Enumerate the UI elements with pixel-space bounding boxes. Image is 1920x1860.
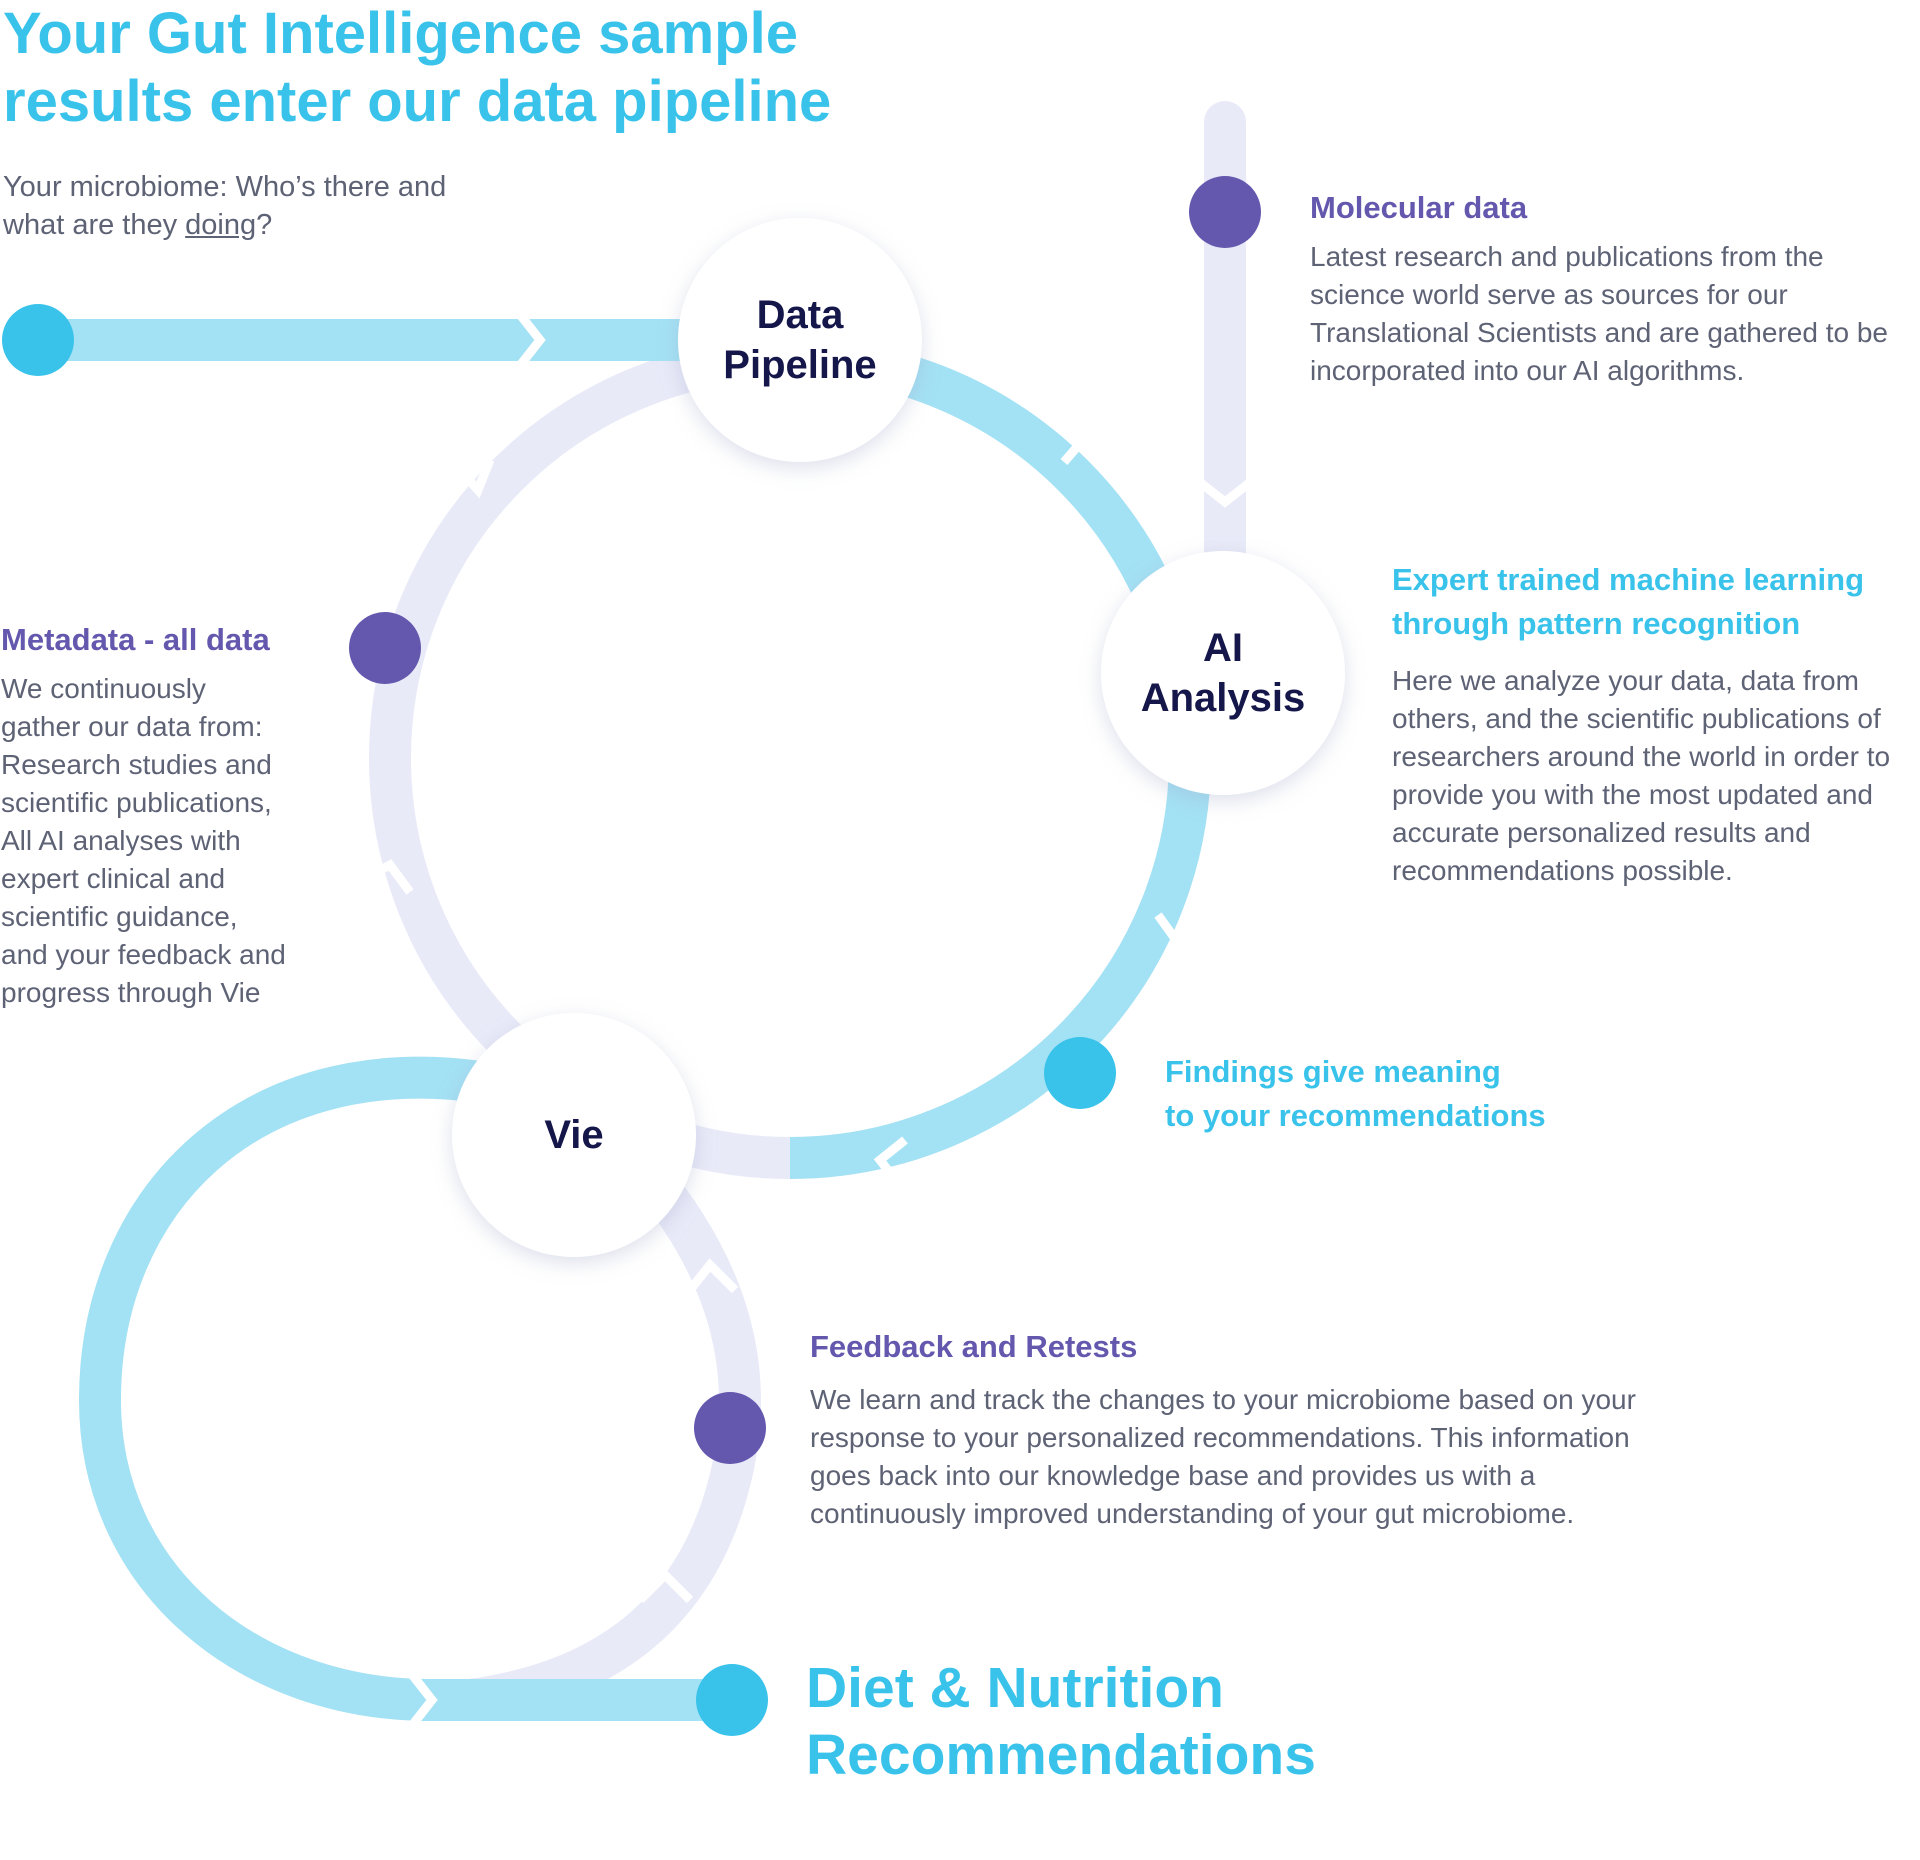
molecular-line: Latest research and publications from th… — [1310, 241, 1824, 272]
page-title-line: results enter our data pipeline — [3, 69, 832, 134]
feedback-line: response to your personalized recommenda… — [810, 1422, 1630, 1453]
outcome-title: Diet & Nutrition Recommendations — [806, 1655, 1706, 1789]
lower-loop-right-track — [467, 1156, 761, 1721]
expert-heading: Expert trained machine learning through … — [1392, 562, 1865, 641]
findings-heading: Findings give meaning to your recommenda… — [1165, 1054, 1546, 1133]
metadata-line: scientific guidance, — [1, 901, 238, 932]
metadata-line: All AI analyses with — [1, 825, 241, 856]
main-loop-right-track — [789, 337, 1211, 1179]
molecular-body: Latest research and publications from th… — [1310, 238, 1920, 390]
lower-loop-left-track — [78, 1056, 700, 1721]
intro-text: Your microbiome: Who’s there and what ar… — [3, 168, 446, 244]
chevron-right-bottom — [873, 1136, 908, 1191]
metadata-line: progress through Vie — [1, 977, 261, 1008]
vie-node — [452, 1013, 696, 1257]
chevron-lower-right-bottom — [636, 1568, 694, 1604]
feedback-body: We learn and track the changes to your m… — [810, 1381, 1710, 1533]
metadata-section: Metadata - all data We continuously gath… — [1, 618, 321, 1012]
ai-analysis-node — [1101, 551, 1345, 795]
metadata-line: expert clinical and — [1, 863, 226, 894]
chevron-molecular — [1194, 476, 1256, 508]
molecular-dot — [1189, 176, 1261, 248]
expert-body: Here we analyze your data, data from oth… — [1392, 662, 1920, 890]
chevron-right-top — [1055, 406, 1097, 465]
metadata-dot — [349, 612, 421, 684]
outcome-line: Recommendations — [806, 1723, 1316, 1787]
expert-line: accurate personalized results and — [1392, 817, 1811, 848]
molecular-line: incorporated into our AI algorithms. — [1310, 355, 1745, 386]
page-title-line: Your Gut Intelligence sample — [3, 1, 798, 66]
output-end-dot — [696, 1664, 768, 1736]
metadata-line: gather our data from: — [1, 711, 263, 742]
intro-line: what are they doing? — [3, 209, 273, 241]
findings-dot — [1044, 1037, 1116, 1109]
outcome-line: Diet & Nutrition — [806, 1656, 1224, 1720]
metadata-heading: Metadata - all data — [1, 622, 270, 657]
metadata-body: We continuously gather our data from: Re… — [1, 670, 321, 1012]
molecular-line: science world serve as sources for our — [1310, 279, 1788, 310]
flow-chevrons — [359, 309, 1256, 1731]
feedback-line: We learn and track the changes to your m… — [810, 1384, 1636, 1415]
intro-line: Your microbiome: Who’s there and — [3, 171, 447, 203]
chevron-left-bottom — [359, 859, 414, 895]
intro-underlined-word: doing — [185, 209, 257, 241]
expert-line: provide you with the most updated and — [1392, 779, 1873, 810]
chevron-input — [514, 309, 546, 371]
feedback-line: goes back into our knowledge base and pr… — [810, 1460, 1536, 1491]
metadata-line: scientific publications, — [1, 787, 272, 818]
expert-line: researchers around the world in order to — [1392, 741, 1891, 772]
molecular-line: Translational Scientists and are gathere… — [1310, 317, 1888, 348]
expert-section: Expert trained machine learning through … — [1392, 558, 1920, 890]
feedback-dot — [694, 1392, 766, 1464]
expert-line: Here we analyze your data, data from — [1392, 665, 1859, 696]
expert-line: recommendations possible. — [1392, 855, 1733, 886]
page-title: Your Gut Intelligence sample results ent… — [3, 0, 831, 136]
feedback-section: Feedback and Retests We learn and track … — [810, 1325, 1710, 1533]
molecular-section: Molecular data Latest research and publi… — [1310, 186, 1920, 390]
chevron-left-top — [454, 458, 495, 499]
metadata-line: and your feedback and — [1, 939, 286, 970]
molecular-heading: Molecular data — [1310, 190, 1528, 225]
feedback-line: continuously improved understanding of y… — [810, 1498, 1575, 1529]
metadata-line: Research studies and — [1, 749, 272, 780]
data-pipeline-node — [678, 218, 922, 462]
expert-line: others, and the scientific publications … — [1392, 703, 1881, 734]
chevron-output — [406, 1669, 438, 1731]
metadata-line: We continuously — [1, 673, 206, 704]
feedback-heading: Feedback and Retests — [810, 1329, 1138, 1364]
input-start-dot — [2, 304, 74, 376]
chevron-lower-right-top — [686, 1258, 739, 1294]
chevron-right-mid — [1154, 912, 1208, 946]
